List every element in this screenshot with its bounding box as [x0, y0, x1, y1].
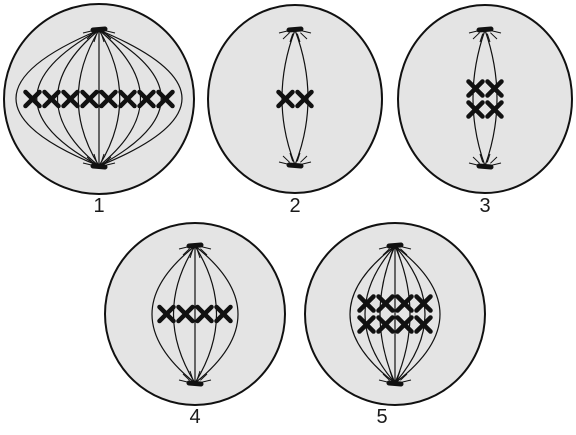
cell-4 — [105, 223, 285, 405]
cell-3 — [398, 5, 572, 193]
cell-label-4: 4 — [175, 406, 215, 428]
cell-2 — [208, 5, 382, 193]
cell-label-3: 3 — [465, 195, 505, 217]
cell-1 — [4, 4, 194, 194]
cell-label-1: 1 — [79, 195, 119, 217]
cell-label-5: 5 — [362, 406, 402, 428]
cell-5 — [305, 223, 485, 405]
cell-label-2: 2 — [275, 195, 315, 217]
